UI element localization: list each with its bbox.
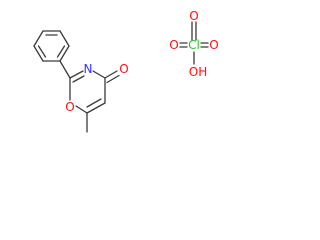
ring-oxygen-label: O [65, 100, 74, 114]
ring-bond-c2-n [69, 70, 84, 79]
oxygen-right-label: O [209, 38, 218, 52]
ring-bond-n-c4 [92, 70, 106, 79]
perchloric-acid-molecule: O O Cl O OH [169, 9, 218, 79]
oxygen-left-label: O [169, 38, 178, 52]
hydroxyl-label: OH [189, 65, 207, 79]
ring-double-bond-c2-n [72, 75, 85, 83]
phenyl-bond [59, 45, 70, 62]
oxazinone-molecule: N O O [33, 30, 129, 133]
chlorine-atom-label: Cl [188, 38, 200, 52]
phenyl-bond [33, 30, 44, 47]
phenyl-double-bond [56, 45, 66, 58]
carbonyl-double-bond [106, 74, 120, 84]
phenyl-double-bond [37, 45, 47, 58]
phenyl-bond [59, 30, 70, 47]
carbonyl-oxygen-label: O [119, 62, 128, 76]
aryl-bond [59, 60, 71, 79]
nitrogen-atom-label: N [84, 62, 93, 76]
carbonyl-bond [104, 70, 118, 79]
ring-bond-c6-o1 [75, 105, 88, 114]
phenyl-bond [33, 45, 44, 62]
chemical-structure: N O O O O Cl O OH [33, 9, 219, 133]
oxygen-top-label: O [189, 9, 198, 23]
ring-bond-c5-c6 [86, 102, 106, 114]
structure-canvas: N O O O O Cl O OH [33, 9, 219, 133]
ring-double-bond-c5-c6 [86, 98, 102, 108]
